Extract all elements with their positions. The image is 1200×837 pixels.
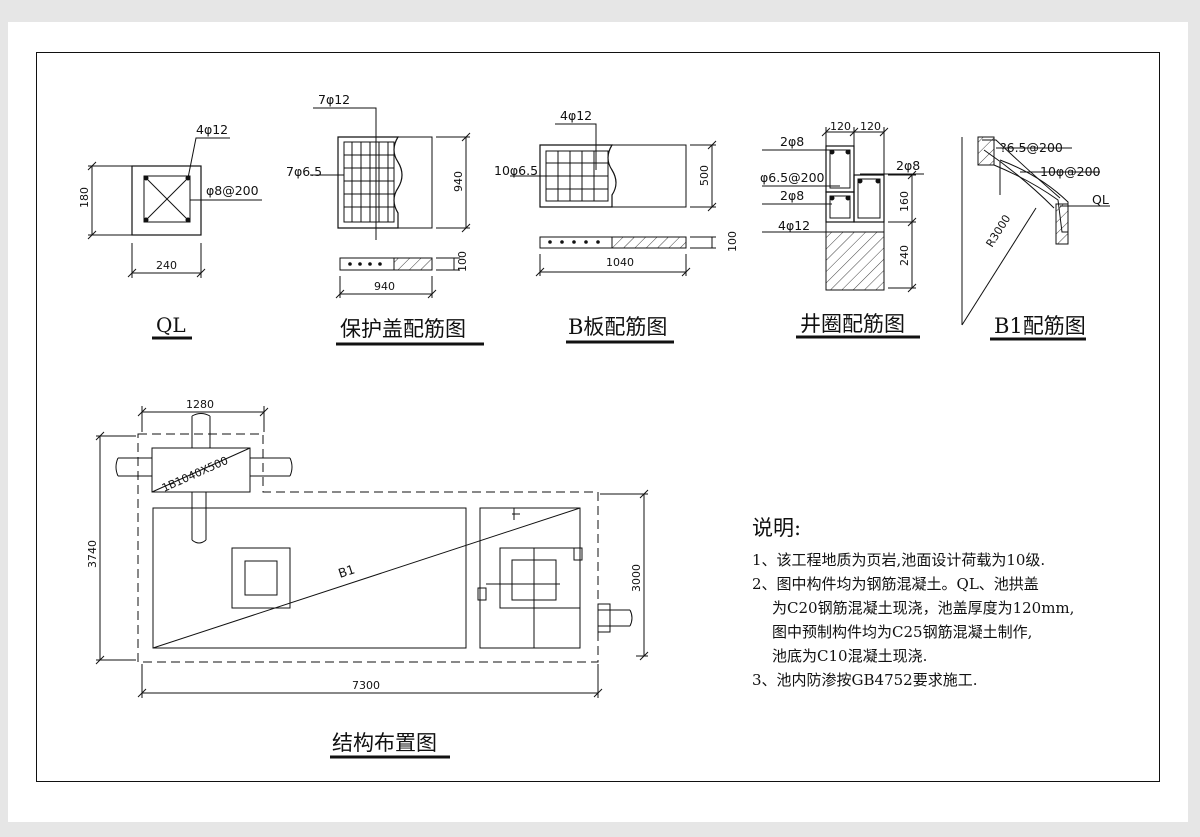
drawing-frame: [36, 52, 1160, 782]
ql-dim-width: 240: [156, 259, 177, 272]
ring-dim-a: 120: [830, 120, 851, 133]
note-line-4: 图中预制构件均为C25钢筋混凝土制作,: [772, 623, 1033, 641]
plan-dim-bottom: 7300: [352, 679, 380, 692]
design-notes: 说明: 1、该工程地质为页岩,池面设计荷载为10级. 2、图中构件均为钢筋混凝土…: [752, 512, 1074, 692]
note-line-2: 2、图中构件均为钢筋混凝土。QL、池拱盖: [752, 575, 1039, 593]
cover-dim-width: 940: [374, 280, 395, 293]
ql-dim-height: 180: [78, 187, 91, 208]
plan-slab-label: 1B1040X500: [160, 454, 230, 495]
ring-dim-b: 120: [860, 120, 881, 133]
ql-rebar-stirrup: φ8@200: [206, 183, 259, 198]
b-slab-title: B板配筋图: [568, 315, 667, 339]
b-slab-rebar-top: 4φ12: [560, 108, 592, 123]
ring-rebar-5: 4φ12: [778, 218, 810, 233]
ring-rebar-detail: [762, 127, 924, 339]
b1-rebar-1: ?6.5@200: [1000, 140, 1063, 155]
plan-dim-top: 1280: [186, 398, 214, 411]
structural-layout-plan: [95, 406, 649, 759]
note-line-5: 池底为C10混凝土现浇.: [772, 647, 928, 665]
b1-rebar-detail: [961, 136, 1110, 341]
cover-dim-thickness: 100: [456, 251, 469, 272]
plan-dim-right: 3000: [630, 564, 643, 592]
plan-dim-left: 3740: [86, 540, 99, 568]
b1-title: B1配筋图: [994, 314, 1086, 338]
ring-rebar-4: 2φ8: [896, 158, 920, 173]
cover-rebar-top: 7φ12: [318, 92, 350, 107]
ring-title: 井圈配筋图: [800, 312, 905, 336]
b-slab-rebar-detail: [510, 123, 717, 344]
plan-b1-label: B1: [336, 561, 356, 580]
ring-dim-h1: 160: [898, 191, 911, 212]
b-slab-dim-height: 500: [698, 165, 711, 186]
b1-radius: R3000: [984, 212, 1014, 249]
cover-rebar-side: 7φ6.5: [286, 164, 322, 179]
ring-rebar-2: φ6.5@200: [760, 170, 825, 185]
ring-rebar-1: 2φ8: [780, 134, 804, 149]
cover-dim-height: 940: [452, 171, 465, 192]
plan-title: 结构布置图: [332, 731, 437, 755]
note-line-6: 3、池内防渗按GB4752要求施工.: [752, 671, 978, 689]
notes-title: 说明:: [752, 516, 802, 540]
note-line-3: 为C20钢筋混凝土现浇，池盖厚度为120mm,: [772, 599, 1075, 617]
b-slab-dim-thickness: 100: [726, 231, 739, 252]
b-slab-dim-width: 1040: [606, 256, 634, 269]
b1-ql-label: QL: [1092, 192, 1109, 207]
cover-rebar-detail: [310, 107, 484, 346]
note-line-1: 1、该工程地质为页岩,池面设计荷载为10级.: [752, 551, 1046, 569]
cover-title: 保护盖配筋图: [340, 317, 466, 341]
b1-rebar-2: 10φ@200: [1040, 164, 1101, 179]
ring-dim-h2: 240: [898, 245, 911, 266]
ql-title: QL: [156, 313, 186, 337]
ql-section-detail: [87, 137, 262, 340]
ql-rebar-main: 4φ12: [196, 122, 228, 137]
ring-rebar-3: 2φ8: [780, 188, 804, 203]
b-slab-rebar-side: 10φ6.5: [494, 163, 538, 178]
